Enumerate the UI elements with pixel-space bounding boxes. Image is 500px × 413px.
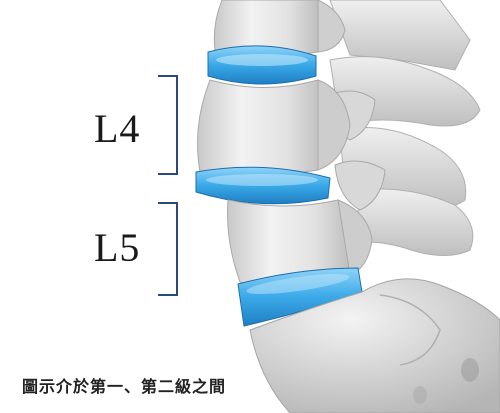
vertebra-label-l5: L5 [94,225,141,270]
bracket-l4 [158,75,178,175]
vertebra-l4 [197,79,325,177]
sacrum [249,278,500,413]
caption: 圖示介於第一、第二級之間 [22,377,227,396]
bracket-l5 [158,202,178,296]
vertebra-label-l4: L4 [94,106,141,151]
